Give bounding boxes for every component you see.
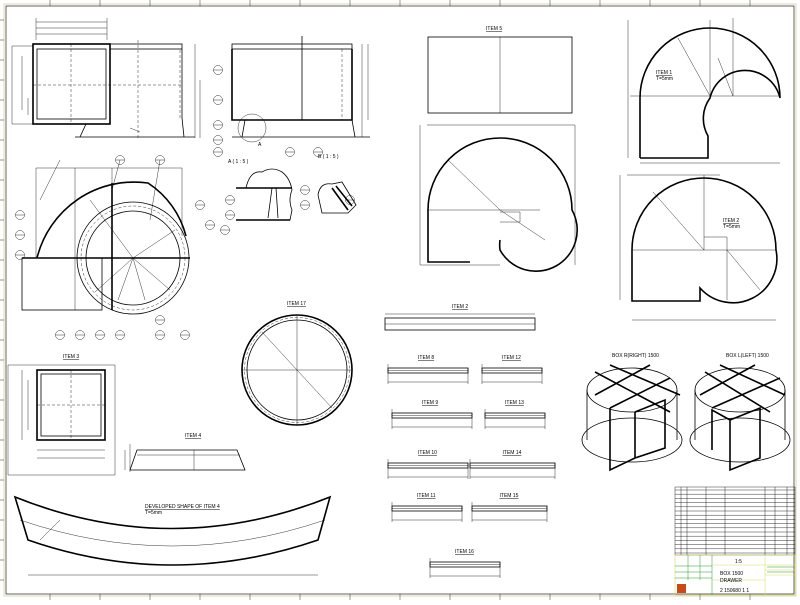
item-1: ITEM 1 T=5mm xyxy=(627,18,781,164)
item17-label: ITEM 17 xyxy=(287,301,306,307)
item3-label: ITEM 3 xyxy=(63,354,79,360)
item5-label: ITEM 5 xyxy=(486,26,502,32)
item-17: ITEM 17 xyxy=(241,301,353,426)
item2-bar-label: ITEM 2 xyxy=(452,304,468,310)
item9-label: ITEM 9 xyxy=(422,400,438,406)
item-4: ITEM 4 xyxy=(124,433,246,472)
detail-a-marker: A xyxy=(258,142,262,148)
item13-label: ITEM 13 xyxy=(505,400,524,406)
drawing-name: BOX 1500 xyxy=(720,571,743,577)
item11-label: ITEM 11 xyxy=(417,493,436,499)
item-5: ITEM 5 xyxy=(419,26,578,272)
item16-label: ITEM 16 xyxy=(455,549,474,555)
item8-label: ITEM 8 xyxy=(418,355,434,361)
item1-label: ITEM 1 xyxy=(656,70,672,76)
item14-label: ITEM 14 xyxy=(503,450,522,456)
drawing-number: 2 150680 1 1 xyxy=(720,588,749,594)
item15-label: ITEM 15 xyxy=(500,493,519,499)
detail-b xyxy=(317,181,357,214)
flat-bar-items: ITEM 2 ITEM 8 ITEM 12 ITEM 9 ITEM 13 ITEM 10… xyxy=(384,304,556,578)
item4-label: ITEM 4 xyxy=(185,433,201,439)
box-right-label: BOX R(RIGHT) 1500 xyxy=(612,353,659,359)
developed-shape-item-4: DEVELOPED SHAPE OF ITEM 4 T=5mm xyxy=(13,495,332,576)
item1-thickness: T=5mm xyxy=(656,76,673,82)
scale-value: 1:5 xyxy=(735,559,742,565)
iso-box-left: BOX L(LEFT) 1500 xyxy=(689,353,791,472)
item2-plate-label: ITEM 2 xyxy=(723,218,739,224)
item12-label: ITEM 12 xyxy=(502,355,521,361)
developed-label: DEVELOPED SHAPE OF ITEM 4 xyxy=(145,504,220,510)
item-2-plate: ITEM 2 T=5mm xyxy=(619,174,778,321)
item2-plate-thickness: T=5mm xyxy=(723,224,740,230)
side-view: A B ( 1 : 5 ) xyxy=(231,36,370,160)
title-block: 1:5 BOX 1500 DRAWER 2 150680 1 1 xyxy=(674,486,796,596)
detail-a: A ( 1 : 5 ) xyxy=(228,159,293,221)
front-view xyxy=(11,18,201,138)
developed-thickness: T=5mm xyxy=(145,510,162,516)
item10-label: ITEM 10 xyxy=(418,450,437,456)
iso-box-right: BOX R(RIGHT) 1500 xyxy=(581,353,683,472)
detail-a-label: A ( 1 : 5 ) xyxy=(228,159,249,165)
item-balloons xyxy=(15,65,355,340)
item-3: ITEM 3 xyxy=(7,354,116,476)
plan-view xyxy=(21,159,190,315)
drawing-subtitle: DRAWER xyxy=(720,578,742,584)
detail-b-label: B ( 1 : 5 ) xyxy=(318,154,339,160)
box-left-label: BOX L(LEFT) 1500 xyxy=(726,353,769,359)
